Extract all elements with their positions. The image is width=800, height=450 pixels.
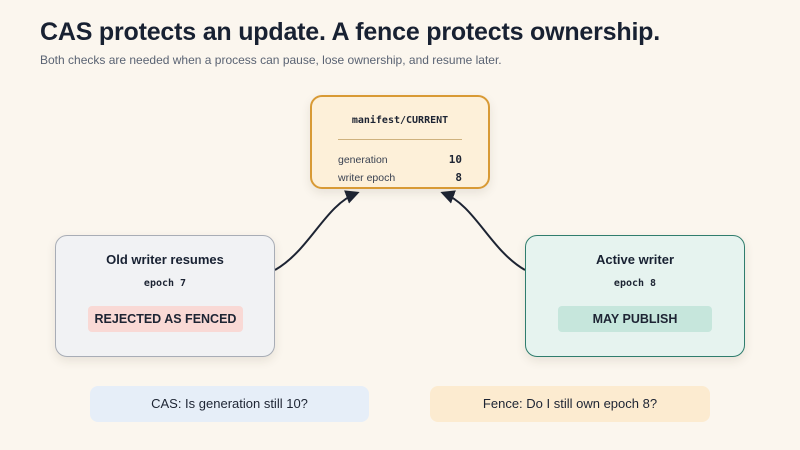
manifest-row-generation: generation 10: [338, 153, 462, 166]
active-writer-title: Active writer: [595, 252, 675, 267]
old-writer-box: Old writer resumes epoch 7 REJECTED AS F…: [55, 235, 275, 357]
manifest-divider: [338, 139, 462, 140]
old-writer-epoch: epoch 7: [143, 278, 187, 289]
manifest-row-value: 8: [455, 171, 462, 184]
cas-check-pill: CAS: Is generation still 10?: [90, 386, 369, 422]
publish-badge: MAY PUBLISH: [558, 306, 712, 332]
page-title: CAS protects an update. A fence protects…: [40, 18, 661, 46]
fence-check-pill: Fence: Do I still own epoch 8?: [430, 386, 710, 422]
old-writer-arrow: [274, 190, 360, 271]
manifest-row-value: 10: [448, 153, 462, 166]
manifest-title: manifest/CURRENT: [351, 115, 449, 126]
manifest-row-label: generation: [338, 154, 388, 166]
old-writer-title: Old writer resumes: [106, 252, 224, 267]
rejected-badge: REJECTED AS FENCED: [88, 306, 243, 332]
page-subtitle: Both checks are needed when a process ca…: [40, 53, 502, 67]
manifest-row-writer-epoch: writer epoch 8: [338, 171, 462, 184]
active-writer-box: Active writer epoch 8 MAY PUBLISH: [525, 235, 745, 357]
manifest-row-label: writer epoch: [338, 172, 396, 184]
active-writer-arrow: [440, 190, 526, 271]
active-writer-epoch: epoch 8: [613, 278, 657, 289]
manifest-box: manifest/CURRENT generation 10 writer ep…: [310, 95, 490, 189]
